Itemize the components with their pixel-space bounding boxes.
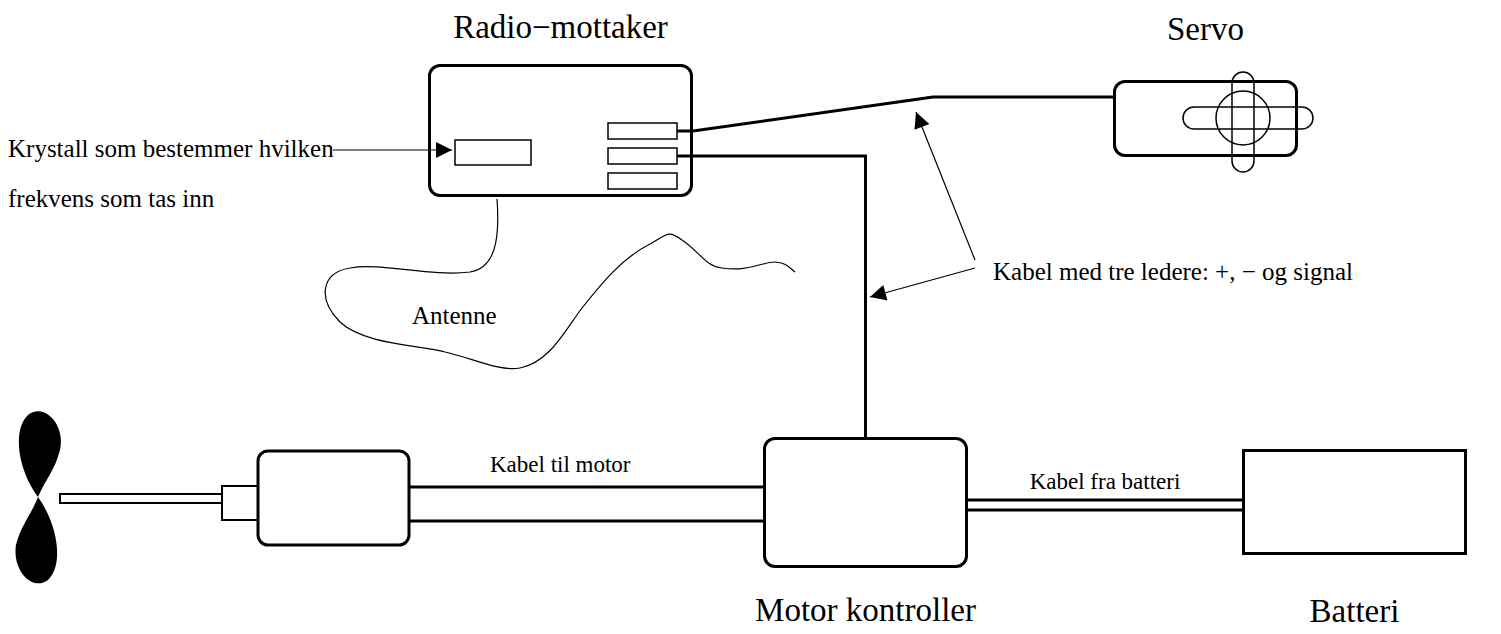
battery-cable <box>968 505 1242 506</box>
controller-box: Motor kontroller <box>763 437 968 568</box>
receiver-internals <box>428 64 693 197</box>
cable-outer <box>968 499 1242 512</box>
motor-cable <box>409 487 765 521</box>
signal-cable <box>693 97 1113 131</box>
leader-arrow <box>333 149 452 150</box>
box-heading: Servo <box>1167 11 1244 47</box>
servo-box: Servo <box>1113 80 1298 157</box>
cable-label: Kabel fra batteri <box>1030 469 1181 494</box>
antenna-wire <box>325 199 795 369</box>
crystal-note: Krystall som bestemmer hvilken frekvens … <box>8 124 380 224</box>
leader-arrow <box>870 268 975 297</box>
cable-line <box>693 156 866 437</box>
cable-note: Kabel med tre ledere: +, − og signal <box>993 258 1353 286</box>
channel-slot <box>608 148 677 164</box>
battery-box: Batteri <box>1242 449 1467 555</box>
motor-box <box>258 451 409 545</box>
channel-slot <box>608 123 677 139</box>
cable-stub <box>677 155 693 158</box>
antenna-label: Antenne <box>412 302 497 330</box>
leader-arrow <box>916 112 975 260</box>
cable-label: Kabel til motor <box>490 452 631 477</box>
channel-slot <box>608 173 677 189</box>
cable-line <box>693 97 1113 131</box>
cable-inner <box>968 502 1242 509</box>
receiver-box: Radio−mottaker <box>428 64 693 197</box>
signal-cable <box>693 156 866 437</box>
cable-stub <box>677 130 693 133</box>
box-heading: Radio−mottaker <box>453 9 668 45</box>
crystal <box>455 140 531 165</box>
propeller-shaft <box>60 486 259 520</box>
propeller <box>15 411 61 583</box>
box-heading: Batteri <box>1310 593 1400 629</box>
servo-horn <box>1183 72 1313 172</box>
box-heading: Motor kontroller <box>755 592 976 628</box>
